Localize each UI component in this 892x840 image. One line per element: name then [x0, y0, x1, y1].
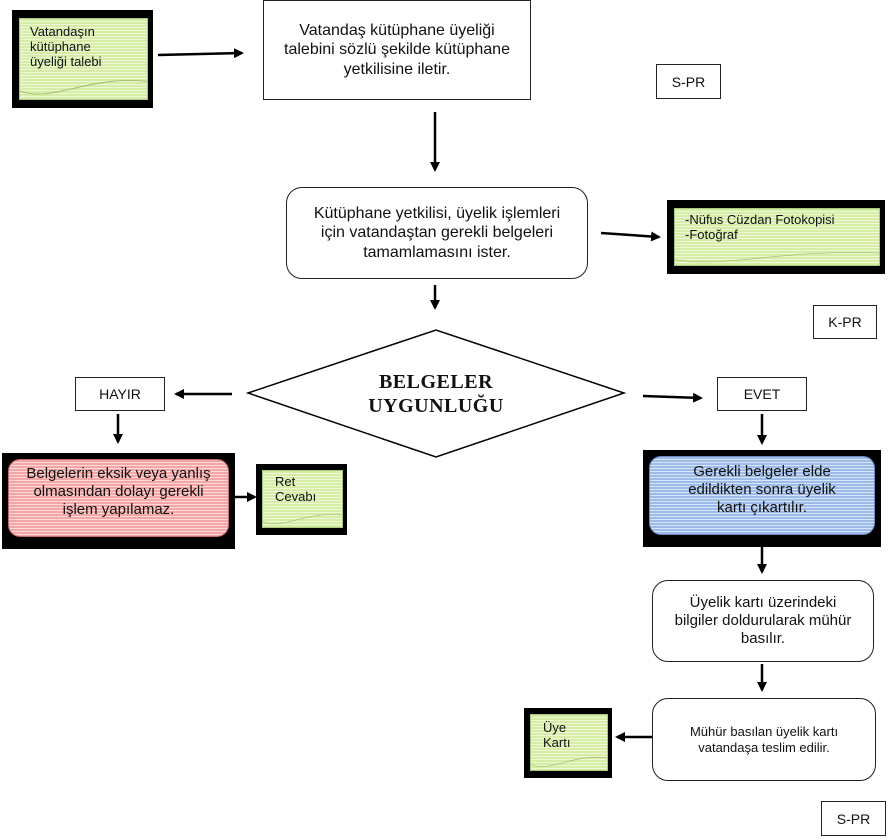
- wave-decoration: [531, 756, 607, 767]
- yes-branch-label-text: EVET: [743, 386, 781, 402]
- rejection-document-text: Ret Cevabı: [275, 474, 317, 504]
- wave-decoration: [20, 79, 147, 95]
- approve-result: Gerekli belgeler elde edildikten sonra ü…: [643, 450, 881, 547]
- tag-s-pr-bottom-text: S-PR: [836, 810, 871, 827]
- decision-text: BELGELER UYGUNLUĞU: [368, 371, 504, 417]
- step-request-documents: Kütüphane yetkilisi, üyelik işlemleri iç…: [286, 187, 588, 279]
- wave-decoration: [675, 251, 879, 262]
- step-fill-card: Üyelik kartı üzerindeki bilgiler dolduru…: [652, 580, 874, 662]
- step-deliver-card: Mühür basılan üyelik kartı vatandaşa tes…: [652, 698, 876, 781]
- no-branch-label: HAYIR: [75, 377, 165, 411]
- member-card-document-body: Üye Kartı: [530, 714, 608, 771]
- wave-decoration: [263, 513, 342, 524]
- step-deliver-card-text: Mühür basılan üyelik kartı vatandaşa tes…: [689, 723, 839, 755]
- rejection-document-body: Ret Cevabı: [262, 470, 343, 528]
- decision-diamond: [245, 329, 627, 458]
- step-request-verbal-text: Vatandaş kütüphane üyeliği talebini sözl…: [284, 22, 510, 78]
- step-request-documents-text: Kütüphane yetkilisi, üyelik işlemleri iç…: [313, 205, 561, 261]
- reject-result: Belgelerin eksik veya yanlış olmasından …: [2, 453, 235, 549]
- request-document-text: Vatandaşın kütüphane üyeliği talebi: [30, 24, 102, 69]
- tag-s-pr-top-text: S-PR: [671, 73, 706, 90]
- reject-result-body: Belgelerin eksik veya yanlış olmasından …: [8, 459, 229, 537]
- yes-branch-label: EVET: [717, 377, 807, 411]
- reject-result-text: Belgelerin eksik veya yanlış olmasından …: [26, 465, 211, 518]
- tag-k-pr-text: K-PR: [828, 314, 862, 330]
- arrow-step2-to-documents: [600, 231, 661, 242]
- approve-result-text: Gerekli belgeler elde edildikten sonra ü…: [688, 462, 836, 516]
- required-documents-body: -Nüfus Cüzdan Fotokopisi -Fotoğraf: [674, 208, 880, 266]
- request-document: Vatandaşın kütüphane üyeliği talebi: [12, 10, 153, 108]
- rejection-document: Ret Cevabı: [256, 464, 347, 535]
- member-card-document-text: Üye Kartı: [543, 720, 571, 750]
- required-documents-text: -Nüfus Cüzdan Fotokopisi -Fotoğraf: [685, 212, 835, 242]
- step-request-verbal: Vatandaş kütüphane üyeliği talebini sözl…: [263, 0, 531, 100]
- arrow-decision-to-yes: [642, 392, 703, 403]
- tag-k-pr: K-PR: [813, 305, 877, 339]
- no-branch-label-text: HAYIR: [99, 386, 141, 402]
- arrow-request-to-step1: [157, 48, 244, 59]
- tag-s-pr-top: S-PR: [656, 64, 721, 99]
- request-document-body: Vatandaşın kütüphane üyeliği talebi: [19, 18, 148, 100]
- approve-result-body: Gerekli belgeler elde edildikten sonra ü…: [649, 456, 875, 535]
- required-documents: -Nüfus Cüzdan Fotokopisi -Fotoğraf: [667, 200, 885, 274]
- step-fill-card-text: Üyelik kartı üzerindeki bilgiler dolduru…: [674, 594, 852, 647]
- tag-s-pr-bottom: S-PR: [821, 801, 886, 836]
- member-card-document: Üye Kartı: [524, 708, 612, 778]
